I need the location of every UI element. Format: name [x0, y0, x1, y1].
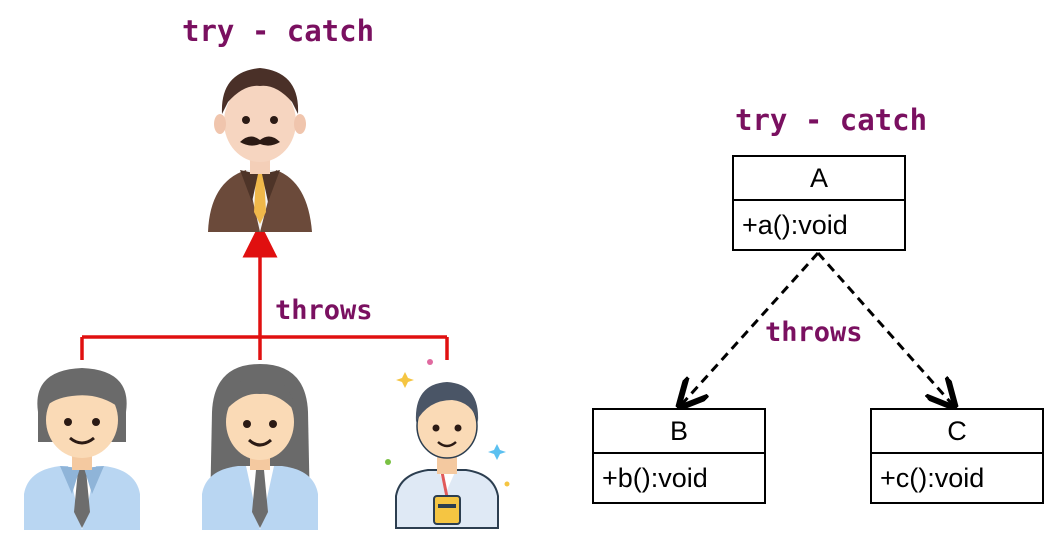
class-name: A — [734, 157, 904, 201]
class-name: B — [594, 410, 764, 454]
boss-mustache-icon — [208, 68, 312, 232]
left-throws-label: throws — [275, 295, 373, 326]
throws-arrow-tree — [80, 222, 449, 360]
class-name: C — [872, 410, 1042, 454]
uml-class-c: C +c():void — [870, 408, 1044, 504]
employee-man-icon — [24, 368, 140, 530]
right-throws-label: throws — [765, 317, 863, 348]
class-method: +c():void — [880, 463, 985, 493]
class-method: +a():void — [742, 210, 848, 240]
right-try-catch-label: try - catch — [735, 103, 928, 137]
uml-class-a: A +a():void — [732, 155, 906, 251]
throws-arrow-to-b — [682, 251, 820, 404]
employee-badge-icon — [395, 382, 499, 529]
left-try-catch-label: try - catch — [182, 14, 375, 48]
employee-woman-icon — [202, 364, 318, 530]
throws-dashed-arrows — [682, 251, 952, 404]
throws-arrow-to-c — [816, 252, 952, 404]
sparkle-decoration-icon — [385, 359, 510, 487]
class-method: +b():void — [602, 463, 708, 493]
uml-class-b: B +b():void — [592, 408, 766, 504]
